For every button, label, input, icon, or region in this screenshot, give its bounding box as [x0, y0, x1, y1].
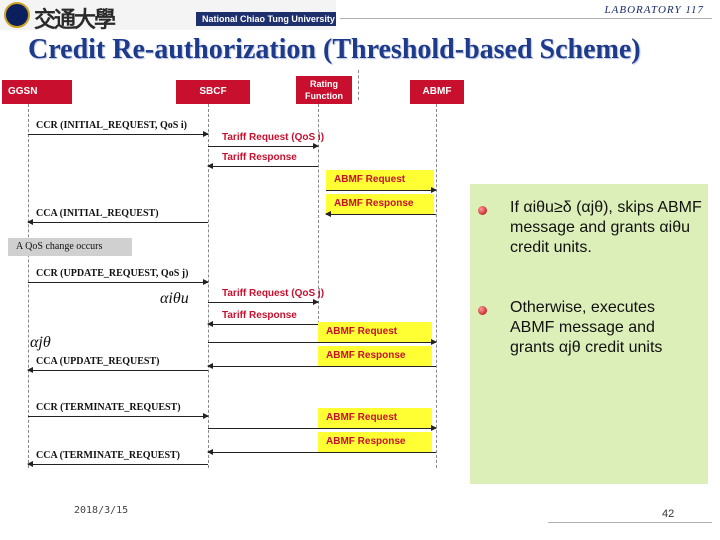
- bullet-text-2: Otherwise, executes ABMF message and gra…: [510, 299, 663, 356]
- msg-cca-initial: CCA (INITIAL_REQUEST): [36, 208, 159, 219]
- annotation-alpha-j-theta: αjθ: [30, 334, 51, 351]
- arrow-abmf-response-2: [207, 363, 436, 369]
- header-divider: [340, 18, 712, 19]
- msg-tariff-response-2: Tariff Response: [222, 310, 297, 321]
- arrow-abmf-request-1: [326, 187, 437, 193]
- arrow-ccr-terminate: [28, 413, 209, 419]
- rating-separator: [358, 70, 359, 100]
- arrow-ccr-update: [28, 279, 209, 285]
- footer-divider: [548, 522, 712, 523]
- abmf-request-box-2: ABMF Request: [318, 322, 432, 342]
- arrow-tariff-response-2: [207, 321, 318, 327]
- entity-ggsn: GGSN: [2, 80, 72, 104]
- abmf-response-box-2: ABMF Response: [318, 346, 432, 366]
- entity-abmf: ABMF: [410, 80, 464, 104]
- abmf-request-box-1: ABMF Request: [326, 170, 434, 190]
- arrow-cca-terminate: [27, 461, 208, 467]
- lifeline-ggsn: [28, 104, 29, 468]
- arrow-abmf-response-1: [325, 211, 436, 217]
- msg-tariff-request-j: Tariff Request (QoS j): [222, 288, 325, 299]
- arrow-cca-update: [27, 367, 208, 373]
- qos-change-box: A QoS change occurs: [8, 238, 132, 256]
- msg-tariff-request-i: Tariff Request (QoS i): [222, 132, 325, 143]
- arrow-ccr-initial: [28, 131, 209, 137]
- lifeline-rating: [318, 104, 319, 334]
- abmf-request-box-3: ABMF Request: [318, 408, 432, 428]
- msg-ccr-initial: CCR (INITIAL_REQUEST, QoS i): [36, 120, 187, 131]
- msg-tariff-response-1: Tariff Response: [222, 152, 297, 163]
- arrow-abmf-response-3: [207, 449, 436, 455]
- msg-cca-terminate: CCA (TERMINATE_REQUEST): [36, 450, 180, 461]
- abmf-response-box-3: ABMF Response: [318, 432, 432, 452]
- bullet-icon-1: [478, 206, 487, 215]
- bullet-icon-2: [478, 306, 487, 315]
- lifeline-abmf: [436, 104, 437, 468]
- lifeline-sbcf: [208, 104, 209, 468]
- msg-cca-update: CCA (UPDATE_REQUEST): [36, 356, 160, 367]
- arrow-abmf-request-3: [208, 425, 437, 431]
- explanation-panel: [470, 184, 708, 484]
- arrow-tariff-request-i: [208, 143, 319, 149]
- slide-title: Credit Re-authorization (Threshold-based…: [28, 34, 641, 65]
- abmf-response-box-1: ABMF Response: [326, 194, 434, 214]
- entity-rating-function: Rating Function: [296, 76, 352, 104]
- annotation-alpha-i-theta-u: αiθu: [160, 290, 189, 307]
- arrow-abmf-request-2: [208, 339, 437, 345]
- entity-sbcf: SBCF: [176, 80, 250, 104]
- university-chinese-name: 交通大學: [34, 7, 116, 33]
- msg-ccr-terminate: CCR (TERMINATE_REQUEST): [36, 402, 181, 413]
- arrow-tariff-request-j: [208, 299, 319, 305]
- university-english-name: National Chiao Tung University: [196, 12, 336, 26]
- footer-date: 2018/3/15: [74, 505, 129, 516]
- university-seal-icon: [4, 2, 30, 28]
- arrow-cca-initial: [27, 219, 208, 225]
- lab-label: LABORATORY 117: [604, 4, 704, 16]
- page-number: 42: [662, 508, 675, 520]
- msg-ccr-update: CCR (UPDATE_REQUEST, QoS j): [36, 268, 189, 279]
- arrow-tariff-response-1: [207, 163, 318, 169]
- bullet-text-1: If αiθu≥δ (αjθ), skips ABMF message and …: [510, 199, 702, 256]
